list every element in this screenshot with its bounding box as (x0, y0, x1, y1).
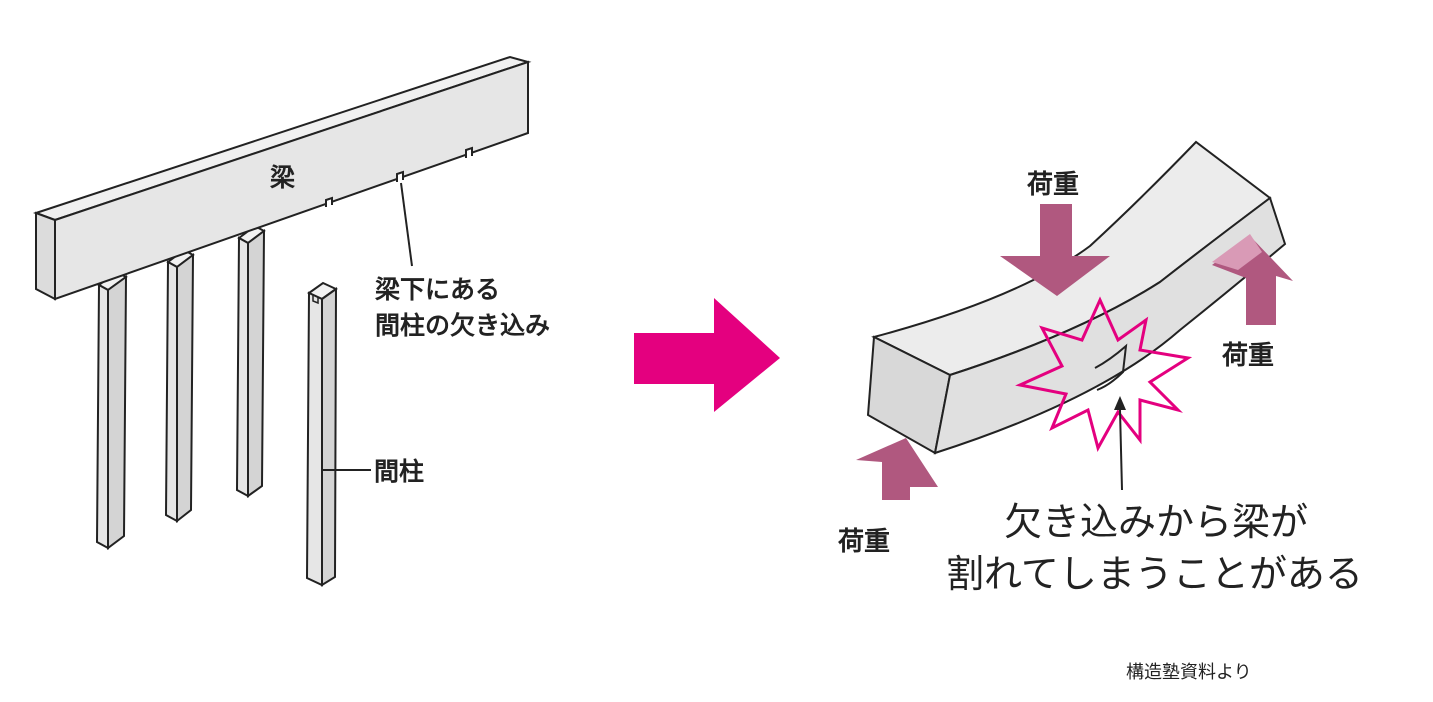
stud-1 (95, 270, 128, 550)
transition-arrow (634, 298, 780, 412)
load-arrow-top (1000, 204, 1110, 296)
stud-label: 間柱 (374, 457, 424, 486)
left-beam-diagram: 梁 梁下にある 間柱の欠き込み 間柱 (32, 55, 550, 587)
stud-3 (235, 224, 266, 498)
notch-leader-line (400, 182, 413, 267)
load-arrow-right-shadow (1212, 234, 1262, 270)
beam-label: 梁 (269, 163, 295, 192)
crack-label-line-1: 欠き込みから梁が (1004, 500, 1308, 544)
crack-label-line-2: 割れてしまうことがある (946, 552, 1363, 596)
stud-detached (305, 281, 338, 587)
source-note: 構造塾資料より (1126, 661, 1252, 683)
crack-leader-arrowhead (1114, 396, 1126, 410)
right-beam-diagram: 荷重 荷重 荷重 欠き込みから梁が 割れてしまうことがある (838, 140, 1363, 596)
crack-leader-line (1119, 409, 1123, 491)
crack-burst (1015, 296, 1193, 452)
load-label-top: 荷重 (1027, 170, 1079, 200)
load-label-right: 荷重 (1222, 341, 1274, 371)
stud-2 (164, 248, 195, 524)
load-label-bottom: 荷重 (838, 527, 890, 557)
notch-label-line-2: 間柱の欠き込み (375, 311, 550, 340)
notch-label-line-1: 梁下にある (374, 275, 500, 304)
beam (32, 55, 532, 301)
load-arrow-bottom (856, 438, 938, 500)
